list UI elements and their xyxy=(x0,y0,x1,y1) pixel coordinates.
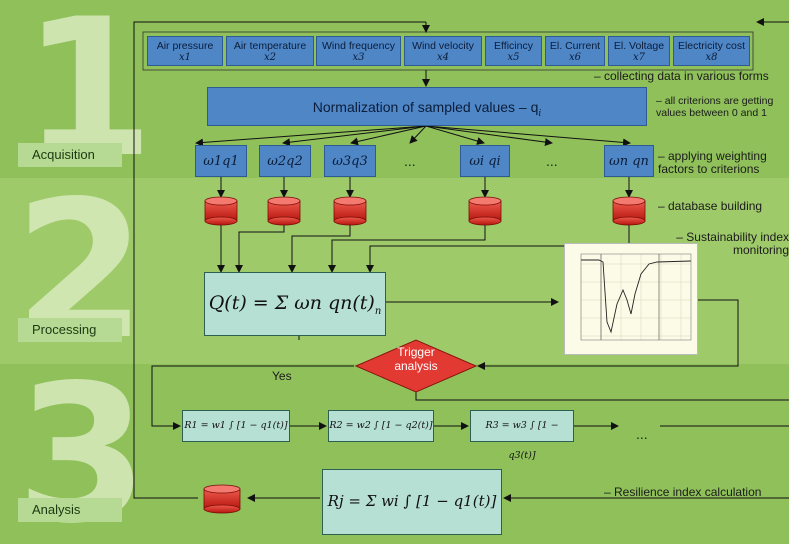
r3-formula-box: R3 = w3 ∫ [1 − q3(t)] xyxy=(470,410,574,461)
sensor-frame xyxy=(142,31,754,71)
r1-formula-box: R1 = w1 ∫ [1 − q1(t)] xyxy=(182,410,290,442)
processing-label: Processing xyxy=(18,318,122,342)
note-normalize: – all criterions are getting values betw… xyxy=(656,95,774,119)
database-icon-1 xyxy=(204,196,238,226)
database-icon-5 xyxy=(612,196,646,226)
note-monitoring: – Sustainability index monitoring xyxy=(676,230,789,257)
database-icon-3 xyxy=(333,196,367,226)
analysis-label: Analysis xyxy=(18,498,122,522)
weight-3: ω3q3 xyxy=(324,145,376,177)
note-resilience: – Resilience index calculation xyxy=(604,485,762,499)
weight-1: ω1q1 xyxy=(195,145,247,177)
note-collect: – collecting data in various forms xyxy=(594,69,769,83)
database-icon-4 xyxy=(468,196,502,226)
fan-lines xyxy=(133,18,789,502)
database-icon-6 xyxy=(203,484,241,514)
database-icon-2 xyxy=(267,196,301,226)
sustainability-chart xyxy=(564,243,698,355)
weight-ellipsis-1: ... xyxy=(404,153,416,169)
weight-i: ωi qi xyxy=(460,145,510,177)
weight-n: ωn qn xyxy=(604,145,654,177)
acquisition-label: Acquisition xyxy=(18,143,122,167)
database-icons xyxy=(203,196,646,514)
r2-formula-box: R2 = w2 ∫ [1 − q2(t)] xyxy=(328,410,434,442)
note-database: – database building xyxy=(658,199,763,213)
q-formula-box: Q(t) = Σ ωn qn(t)n xyxy=(204,272,386,336)
note-weighting: – applying weighting factors to criterio… xyxy=(658,149,767,176)
yes-label: Yes xyxy=(272,369,292,383)
trigger-diamond xyxy=(354,339,478,393)
sustainability-chart-plot xyxy=(580,253,692,341)
weight-2: ω2q2 xyxy=(259,145,311,177)
normalization-box: Normalization of sampled values – qi xyxy=(207,87,647,126)
weight-ellipsis-2: ... xyxy=(546,153,558,169)
rj-formula-box: Rj = Σ wi ∫ [1 − q1(t)] xyxy=(322,469,502,535)
r-ellipsis: ... xyxy=(636,426,648,442)
